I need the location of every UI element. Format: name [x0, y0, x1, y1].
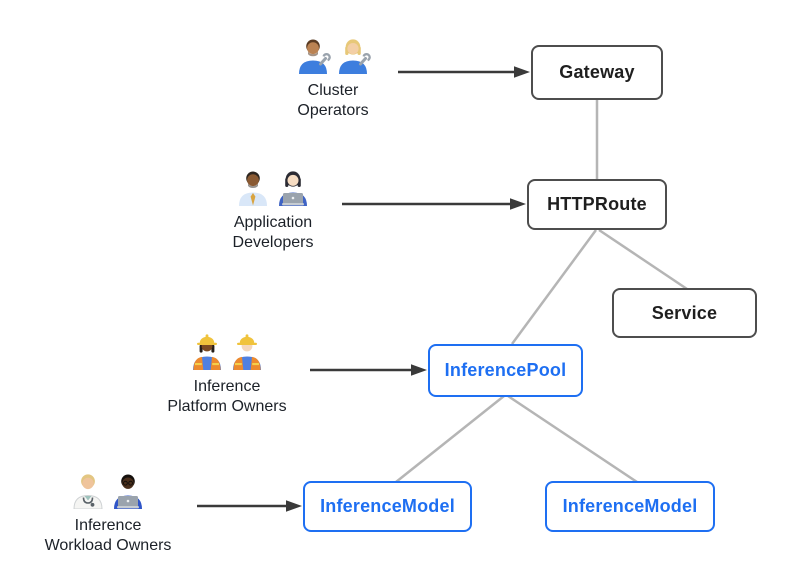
node-gateway: Gateway: [531, 45, 663, 100]
woman-construction-worker-icon: [193, 334, 221, 370]
arrowhead-icon: [286, 500, 302, 512]
edge-httproute-service: [598, 228, 688, 291]
node-inferencepool: InferencePool: [428, 344, 583, 397]
node-inferencepool-label: InferencePool: [444, 360, 567, 380]
man-technologist-icon: [114, 474, 142, 509]
platform-owners-emojis: [189, 330, 265, 370]
node-inferencemodel-left: InferenceModel: [303, 481, 472, 532]
label-line: Inference: [193, 378, 261, 395]
edge-inferencepool-inferencemodel-right: [507, 394, 638, 484]
node-inferencemodel-right-label: InferenceModel: [562, 496, 698, 516]
man-construction-worker-icon: [233, 334, 261, 370]
arrow-platform-owners-to-inferencepool: [310, 364, 427, 376]
label-line: Platform Owners: [167, 398, 287, 416]
application-developers-emojis: [235, 166, 311, 206]
health-worker-icon: [73, 474, 103, 509]
arrowhead-icon: [514, 66, 530, 78]
man-mechanic-icon: [299, 39, 331, 74]
edge-inferencepool-inferencemodel-left: [395, 395, 505, 483]
arrow-workload-owners-to-inferencemodel: [197, 500, 302, 512]
arrow-cluster-operators-to-gateway: [398, 66, 530, 78]
node-httproute: HTTPRoute: [527, 179, 667, 230]
label-line: Cluster: [307, 82, 359, 99]
arrowhead-icon: [411, 364, 427, 376]
application-developers-label: Application Developers: [233, 213, 314, 254]
cluster-operators-label: Cluster Operators: [297, 81, 368, 122]
persona-cluster-operators: Cluster Operators: [248, 34, 418, 122]
arrow-application-developers-to-httproute: [342, 198, 526, 210]
label-line: Inference: [74, 517, 142, 534]
woman-technologist-icon: [279, 171, 307, 206]
workload-owners-emojis: [70, 469, 146, 509]
label-line: Operators: [297, 102, 369, 120]
edge-httproute-inferencepool: [510, 229, 598, 345]
label-line: Workload Owners: [44, 537, 172, 555]
workload-owners-label: Inference Workload Owners: [45, 516, 172, 557]
label-line: Application: [233, 214, 313, 231]
node-service-label: Service: [651, 302, 718, 323]
node-httproute-label: HTTPRoute: [547, 194, 647, 214]
node-gateway-label: Gateway: [559, 62, 635, 82]
man-office-worker-icon: [239, 171, 267, 206]
platform-owners-label: Inference Platform Owners: [167, 377, 286, 418]
node-inferencemodel-left-label: InferenceModel: [320, 496, 455, 516]
woman-mechanic-icon: [339, 39, 371, 74]
arrowhead-icon: [510, 198, 526, 210]
node-service: Service: [612, 288, 757, 338]
persona-inference-workload-owners: Inference Workload Owners: [8, 469, 208, 557]
label-line: Developers: [232, 234, 314, 252]
persona-application-developers: Application Developers: [188, 166, 358, 254]
cluster-operators-emojis: [295, 34, 371, 74]
persona-inference-platform-owners: Inference Platform Owners: [117, 330, 337, 418]
node-inferencemodel-right: InferenceModel: [545, 481, 715, 532]
